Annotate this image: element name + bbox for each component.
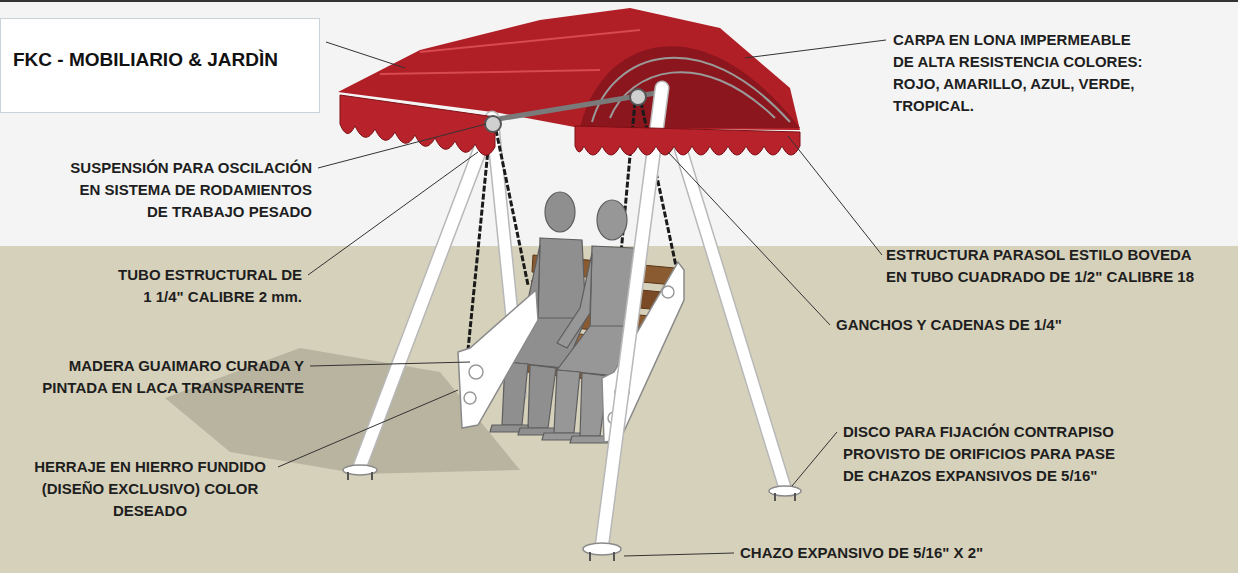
callout-label: DISCO PARA FIJACIÓN CONTRAPISO PROVISTO …	[843, 421, 1138, 487]
tube-outline	[360, 118, 492, 466]
figure-leg	[528, 365, 556, 428]
figure-head	[597, 200, 627, 240]
leader-lines	[278, 40, 886, 556]
callout-wrap: MADERA GUAIMARO CURADA Y PINTADA EN LACA…	[19, 355, 304, 399]
leader-line	[278, 390, 458, 467]
leader-line	[668, 152, 830, 325]
bench-end	[458, 290, 538, 428]
bearing	[630, 89, 646, 105]
callout-label: TUBO ESTRUCTURAL DE 1 1/4" CALIBRE 2 mm.	[112, 264, 302, 308]
chain	[496, 130, 528, 285]
anchor-bolt	[589, 552, 591, 561]
ornament	[662, 286, 674, 298]
pulleys	[485, 89, 646, 132]
leader-line	[792, 432, 837, 486]
tube	[360, 118, 492, 466]
sky	[0, 0, 1238, 246]
callout-label: MADERA GUAIMARO CURADA Y PINTADA EN LACA…	[19, 355, 304, 399]
callout-label: ESTRUCTURA PARASOL ESTILO BOVEDA EN TUBO…	[886, 244, 1204, 288]
canopy-seam	[380, 70, 600, 74]
valances	[340, 95, 800, 155]
callout-label: SUSPENSIÓN PARA OSCILACIÓN EN SISTEMA DE…	[60, 157, 312, 223]
tube	[602, 88, 662, 545]
canopy-arch	[580, 46, 800, 128]
ornament	[469, 365, 483, 379]
base-discs	[343, 465, 801, 561]
callout-wrap: SUSPENSIÓN PARA OSCILACIÓN EN SISTEMA DE…	[60, 157, 312, 223]
callout-wrap: ESTRUCTURA PARASOL ESTILO BOVEDA EN TUBO…	[886, 244, 1204, 288]
disc	[583, 543, 621, 555]
anchor-bolt	[347, 472, 349, 480]
anchor-bolt	[371, 472, 373, 480]
leader-line	[308, 152, 478, 275]
anchor-bolt	[794, 493, 796, 501]
callout-wrap: DISCO PARA FIJACIÓN CONTRAPISO PROVISTO …	[843, 421, 1138, 487]
valance	[575, 126, 800, 155]
callout-label: CHAZO EXPANSIVO DE 5/16" X 2"	[740, 542, 1020, 564]
callout-label: GANCHOS Y CADENAS DE 1/4"	[836, 314, 1156, 336]
callout-wrap: TUBO ESTRUCTURAL DE 1 1/4" CALIBRE 2 mm.	[112, 264, 302, 308]
figure-foot	[570, 436, 608, 443]
callout-wrap: HERRAJE EN HIERRO FUNDIDO (DISEÑO EXCLUS…	[30, 456, 270, 522]
callout-wrap: GANCHOS Y CADENAS DE 1/4"	[836, 314, 1156, 336]
front-legs	[360, 88, 662, 545]
callout-wrap: CARPA EN LONA IMPERMEABLE DE ALTA RESIST…	[893, 29, 1143, 117]
leader-line	[310, 362, 470, 366]
figure-leg	[554, 370, 580, 433]
title-text: FKC - MOBILIARIO & JARDÌN	[13, 47, 278, 73]
anchor-bolt	[613, 552, 615, 561]
cast-iron-ends	[458, 262, 684, 442]
leader-line	[318, 124, 486, 168]
top-border	[0, 0, 1238, 2]
canopy-rib	[592, 58, 790, 122]
figure-head	[545, 192, 575, 232]
tube-outline	[602, 88, 662, 545]
canopy-seam	[420, 30, 640, 52]
leader-line	[624, 553, 734, 556]
valance	[340, 95, 495, 155]
anchor-bolt	[774, 493, 776, 501]
leader-line	[745, 40, 886, 58]
bearing	[485, 116, 501, 132]
disc	[769, 486, 801, 496]
callout-label: CARPA EN LONA IMPERMEABLE DE ALTA RESIST…	[893, 29, 1143, 117]
leader-line	[788, 136, 882, 255]
callout-wrap: CHAZO EXPANSIVO DE 5/16" X 2"	[740, 542, 1020, 564]
callout-label: HERRAJE EN HIERRO FUNDIDO (DISEÑO EXCLUS…	[30, 456, 270, 522]
leader-line	[326, 42, 405, 68]
ornament	[464, 392, 476, 404]
title-box: FKC - MOBILIARIO & JARDÌN	[0, 18, 320, 113]
